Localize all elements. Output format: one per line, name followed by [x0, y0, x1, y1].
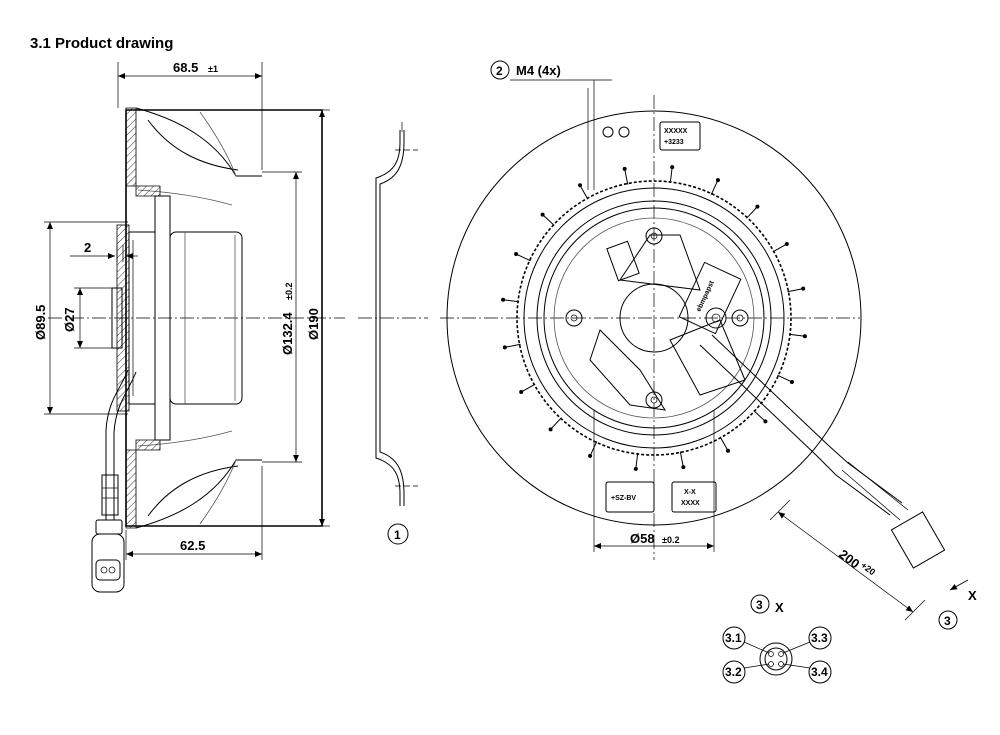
bottom-right-label-line-2: XXXX: [681, 500, 700, 507]
top-label-line-2: +3233: [664, 139, 684, 146]
drawing-title: 3.1 Product drawing: [30, 35, 173, 52]
balancing-clip: [679, 451, 684, 468]
balancing-clip-tip: [501, 297, 506, 302]
balancing-clip-tip: [715, 178, 720, 183]
balancing-clip-tip: [540, 212, 545, 217]
balancing-clip: [503, 299, 520, 303]
front-view: ebmpapst XXXXX +3233 +SZ-BV X-X XXXX 2 M…: [440, 60, 977, 630]
balancing-clip: [772, 243, 788, 253]
balancing-clip-tip: [502, 345, 507, 350]
connector-view: 3 X 3.1 3.2 3.3 3.4: [722, 594, 832, 684]
dim-68-5-tol: ±1: [208, 64, 218, 74]
dim-dia-132-4-tol: ±0.2: [284, 283, 294, 300]
dim-dia-58-tol: ±0.2: [662, 535, 679, 545]
callout-2: 2: [496, 64, 503, 78]
balancing-clip: [719, 436, 729, 452]
balancing-clip: [504, 343, 521, 348]
balancing-clip: [777, 374, 793, 383]
balancing-clip-tip: [622, 166, 627, 171]
balancing-clip: [669, 167, 673, 184]
balancing-clip: [753, 410, 766, 422]
dim-dia-58: Ø58: [630, 531, 655, 546]
pin-3-1: 3.1: [725, 631, 742, 645]
balancing-clip: [550, 417, 562, 430]
dim-dia-132-4: Ø132.4: [280, 312, 295, 355]
callout-1-circle: [387, 523, 409, 545]
balancing-clip-tip: [670, 165, 675, 170]
balancing-clip-tip: [725, 448, 730, 453]
side-view: 68.5 ±1: [33, 60, 345, 593]
balancing-clip-tip: [755, 204, 760, 209]
pin-3-2: 3.2: [725, 665, 742, 679]
bottom-right-label-line-1: X-X: [684, 489, 696, 496]
callout-3-circle: [938, 610, 958, 630]
balancing-clip: [788, 333, 805, 337]
callout-3-view-circle: [750, 594, 770, 614]
callout-3-view: 3: [756, 598, 763, 612]
balancing-clip-tip: [789, 379, 794, 384]
balancing-clip-tip: [548, 427, 553, 432]
callout-3: 3: [944, 614, 951, 628]
balancing-clip: [787, 288, 804, 293]
balancing-clip-tip: [519, 389, 524, 394]
inlet-ring-view: 1: [358, 122, 428, 545]
pin-3-3: 3.3: [811, 631, 828, 645]
balancing-clip: [710, 179, 719, 195]
outer-shroud: [446, 110, 862, 526]
section-x-label: X: [968, 588, 977, 603]
brand-label: ebmpapst: [695, 279, 716, 313]
balancing-clip-tip: [681, 465, 686, 470]
bottom-left-label: +SZ-BV: [611, 495, 636, 502]
balancing-clip: [579, 184, 589, 200]
balancing-clip: [589, 441, 598, 457]
callout-1: 1: [394, 528, 401, 542]
dim-cable-200-tol: +20: [859, 560, 877, 577]
dim-dia-27: Ø27: [62, 307, 77, 332]
balancing-clip-tip: [578, 183, 583, 188]
dim-2: 2: [84, 240, 91, 255]
callout-2-text: M4 (4x): [516, 63, 561, 78]
callout-2-circle: [490, 60, 510, 80]
balancing-clip-tip: [763, 419, 768, 424]
balancing-clip: [624, 168, 629, 185]
balancing-clip: [520, 383, 536, 393]
balancing-clip-tip: [588, 453, 593, 458]
balancing-clip-tip: [784, 242, 789, 247]
balancing-clip: [542, 214, 555, 226]
dim-dia-89-5: Ø89.5: [33, 305, 48, 340]
balancing-clip: [515, 253, 531, 262]
top-label-line-1: XXXXX: [664, 128, 688, 135]
balancing-clip: [635, 452, 639, 469]
dim-62-5: 62.5: [180, 538, 205, 553]
balancing-clip-tip: [802, 334, 807, 339]
dim-68-5: 68.5: [173, 60, 198, 75]
balancing-clip-tip: [633, 466, 638, 471]
balancing-clip: [746, 206, 758, 219]
balancing-clips: [501, 165, 807, 471]
dim-dia-190: Ø190: [306, 308, 321, 340]
pin-3-4: 3.4: [811, 665, 828, 679]
balancing-clip-tip: [801, 286, 806, 291]
view-x-label: X: [775, 600, 784, 615]
balancing-clip-tip: [514, 252, 519, 257]
